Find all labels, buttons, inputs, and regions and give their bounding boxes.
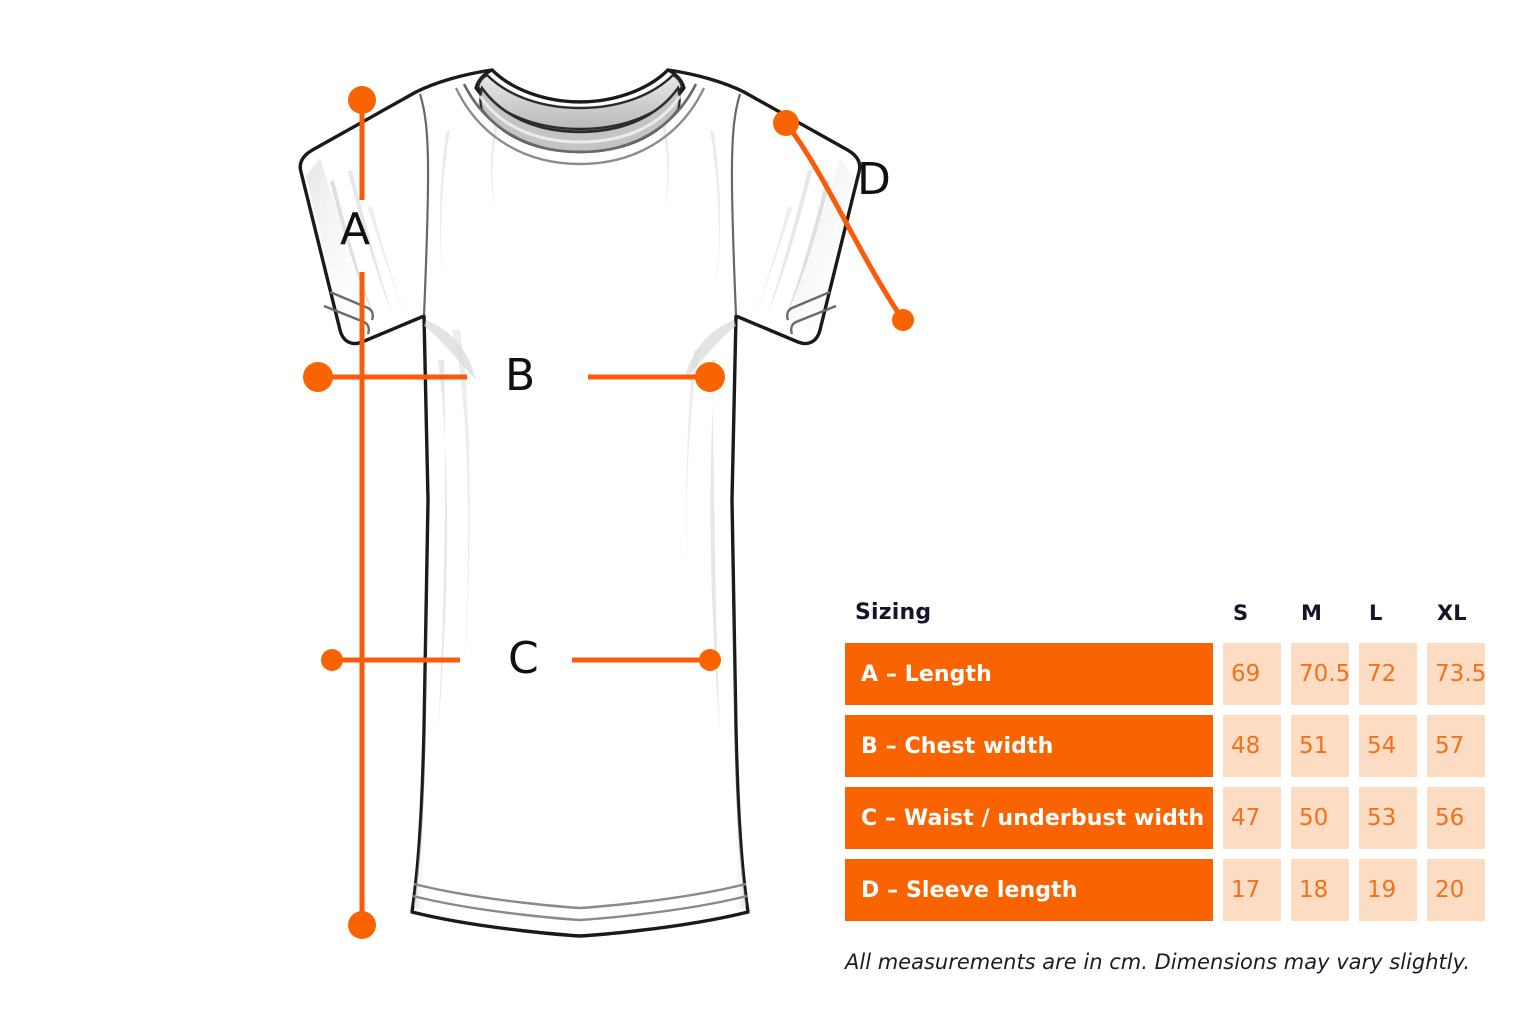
cell-c-s: 47 [1223, 787, 1281, 849]
cell-a-l: 72 [1359, 643, 1417, 705]
shirt-body-shape [298, 68, 862, 938]
cell-a-s: 69 [1223, 643, 1281, 705]
table-row: D – Sleeve length 17 18 19 20 [845, 859, 1485, 921]
size-header-s: S [1233, 600, 1249, 625]
measure-label-a: A [340, 204, 371, 255]
table-row: B – Chest width 48 51 54 57 [845, 715, 1485, 777]
page-title: Sizing [855, 600, 932, 625]
row-label-d: D – Sleeve length [845, 859, 1213, 921]
sizing-table: Sizing S M L XL A – Length 69 70.5 72 73… [845, 600, 1486, 921]
cell-c-xl: 56 [1427, 787, 1485, 849]
shoulder-seams [418, 93, 742, 317]
row-label-b: B – Chest width [845, 715, 1213, 777]
size-header-m: M [1301, 600, 1322, 625]
cell-b-l: 54 [1359, 715, 1417, 777]
neckline-collar [454, 68, 706, 166]
table-row: C – Waist / underbust width 47 50 53 56 [845, 787, 1485, 849]
cell-d-l: 19 [1359, 859, 1417, 921]
measure-label-c: C [508, 633, 539, 684]
row-label-a: A – Length [845, 643, 1213, 705]
row-label-c: C – Waist / underbust width [845, 787, 1213, 849]
table-title-cell: Sizing [845, 600, 1213, 625]
table-row: A – Length 69 70.5 72 73.5 [845, 643, 1486, 705]
measure-label-d: D [857, 154, 891, 205]
bottom-hem [412, 882, 748, 922]
cell-d-m: 18 [1291, 859, 1349, 921]
cell-c-m: 50 [1291, 787, 1349, 849]
cell-a-m: 70.5 [1291, 643, 1350, 705]
cell-c-l: 53 [1359, 787, 1417, 849]
measurements-footnote: All measurements are in cm. Dimensions m… [845, 950, 1471, 974]
cell-b-xl: 57 [1427, 715, 1485, 777]
fabric-shading [414, 116, 746, 910]
size-header-xl: XL [1437, 600, 1467, 625]
cell-b-m: 51 [1291, 715, 1349, 777]
left-sleeve-shading [306, 158, 406, 329]
size-header-l: L [1369, 600, 1383, 625]
cell-b-s: 48 [1223, 715, 1281, 777]
cell-d-xl: 20 [1427, 859, 1485, 921]
cell-a-xl: 73.5 [1427, 643, 1486, 705]
cell-d-s: 17 [1223, 859, 1281, 921]
measure-label-b: B [505, 350, 536, 401]
table-header-row: Sizing S M L XL [845, 600, 1485, 625]
